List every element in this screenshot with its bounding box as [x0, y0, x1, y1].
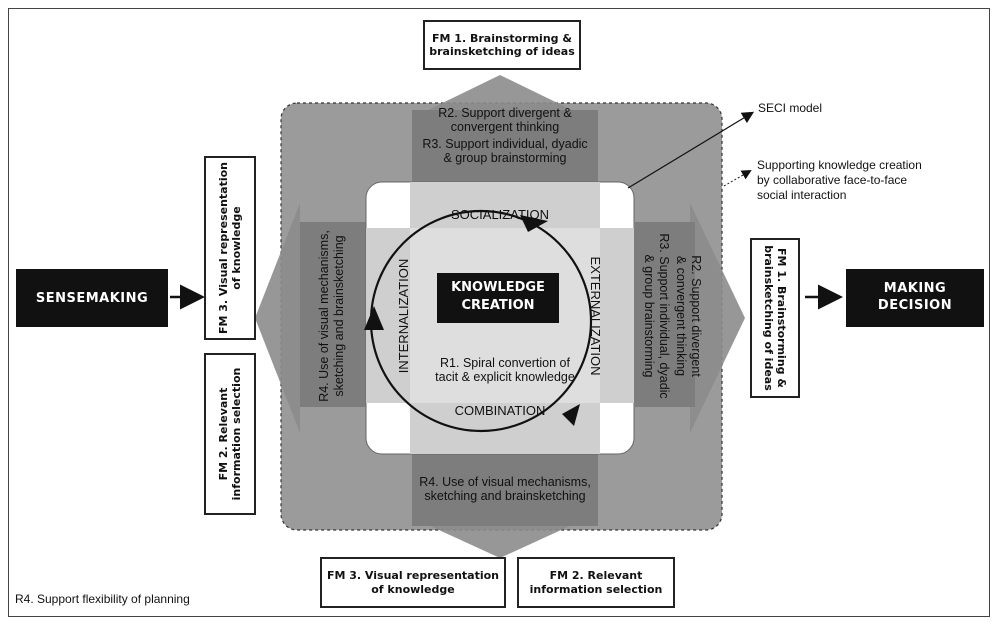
seci-model-label: SECI model: [758, 101, 823, 115]
internalization-label: INTERNALIZATION: [396, 258, 412, 374]
left-arrow-text: R4. Use of visual mechanisms, sketching …: [317, 230, 346, 402]
fm1-top-box: FM 1. Brainstorming &brainsketching of i…: [423, 20, 581, 70]
top-arrow-text: R2. Support divergent & convergent think…: [422, 106, 588, 166]
seci-pointer: [627, 111, 755, 189]
bottom-arrow-text: R4. Use of visual mechanisms, sketching …: [419, 475, 591, 504]
combination-label: COMBINATION: [454, 403, 546, 418]
socialization-label: SOCIALIZATION: [451, 207, 549, 222]
center-box: [437, 273, 559, 323]
supporting-pointer: [723, 170, 752, 187]
right-arrow-text: R2. Support divergent & convergent think…: [642, 233, 703, 399]
supporting-label: Supporting knowledge creation by collabo…: [757, 158, 922, 202]
r1-label: R1. Spiral convertion of tacit & explici…: [435, 356, 575, 385]
sensemaking-box: SENSEMAKING: [16, 269, 168, 327]
footnote: R4. Support flexibility of planning: [15, 592, 190, 606]
making-decision-box: MAKING DECISION: [846, 269, 984, 327]
knowledge-creation-title: KNOWLEDGE CREATION: [451, 280, 545, 313]
fm1-right-box: FM 1. Brainstorming &brainsketching of i…: [750, 238, 800, 398]
diagram-frame: [8, 8, 990, 617]
